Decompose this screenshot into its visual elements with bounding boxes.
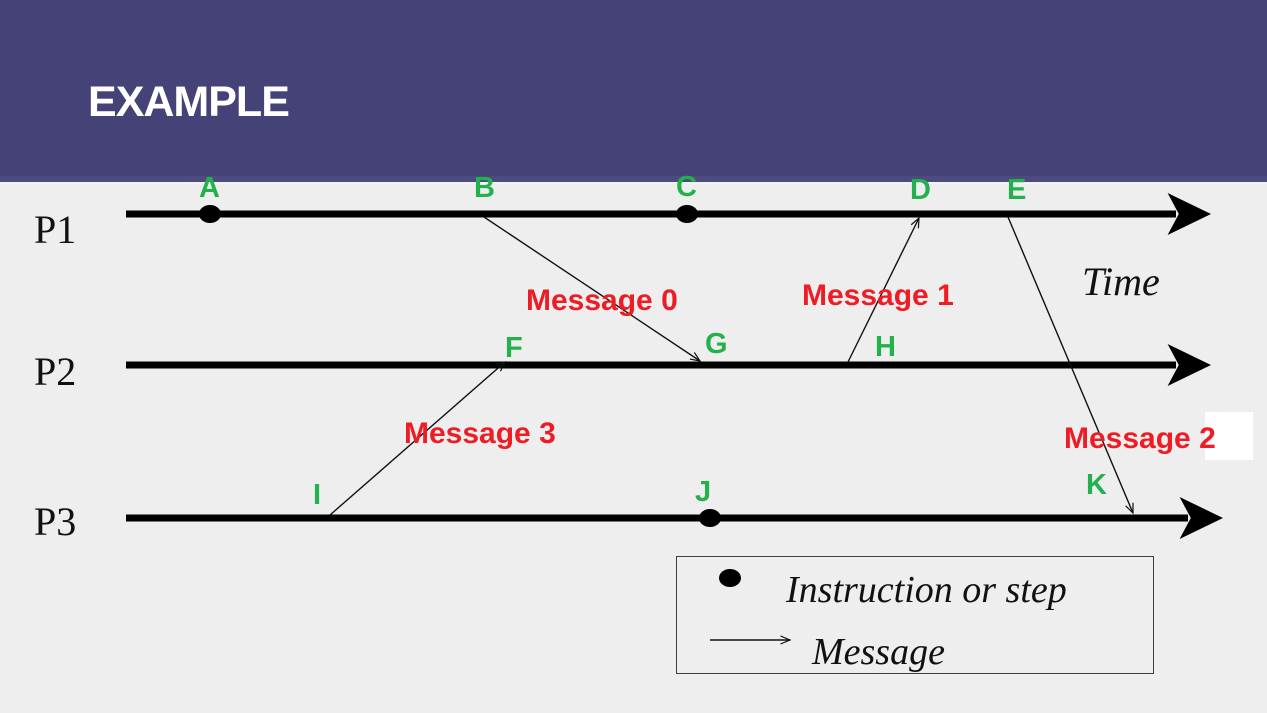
process-label-p1: P1 (34, 207, 77, 252)
event-label-h: H (875, 331, 896, 363)
title-banner (0, 0, 1267, 176)
event-label-f: F (505, 332, 523, 364)
event-label-a: A (199, 172, 220, 204)
event-label-j: J (695, 476, 712, 508)
legend-item-message-label: Message (812, 631, 945, 673)
legend (676, 556, 1154, 674)
page-title: Example (88, 61, 290, 130)
message-label-2: Message 2 (1064, 422, 1216, 455)
white-rectangle-artifact (1205, 412, 1253, 460)
time-axis-label: Time (1082, 259, 1160, 304)
legend-dot-icon (719, 569, 741, 587)
process-label-p2: P2 (34, 349, 77, 394)
event-label-e: E (1007, 174, 1027, 206)
event-dot-j (699, 509, 721, 527)
event-dot-a (199, 205, 221, 223)
message-label-1: Message 1 (802, 279, 954, 312)
event-dot-c (676, 205, 698, 223)
event-label-d: D (910, 174, 931, 206)
event-label-b: B (474, 172, 495, 204)
message-label-3: Message 3 (404, 417, 556, 450)
process-label-p3: P3 (34, 499, 77, 544)
message-arrow-2 (1007, 216, 1134, 513)
event-label-i: I (313, 479, 322, 511)
message-arrow-1 (847, 218, 919, 363)
title-banner-strip (0, 176, 1267, 182)
event-label-k: K (1086, 469, 1107, 501)
message-label-0: Message 0 (526, 284, 678, 317)
title-banner-hairline (0, 182, 1267, 184)
legend-item-instruction-label: Instruction or step (786, 569, 1067, 611)
event-label-c: C (676, 171, 697, 203)
event-label-g: G (705, 328, 728, 360)
message-arrow-3 (329, 362, 505, 516)
message-arrow-0 (483, 216, 700, 361)
